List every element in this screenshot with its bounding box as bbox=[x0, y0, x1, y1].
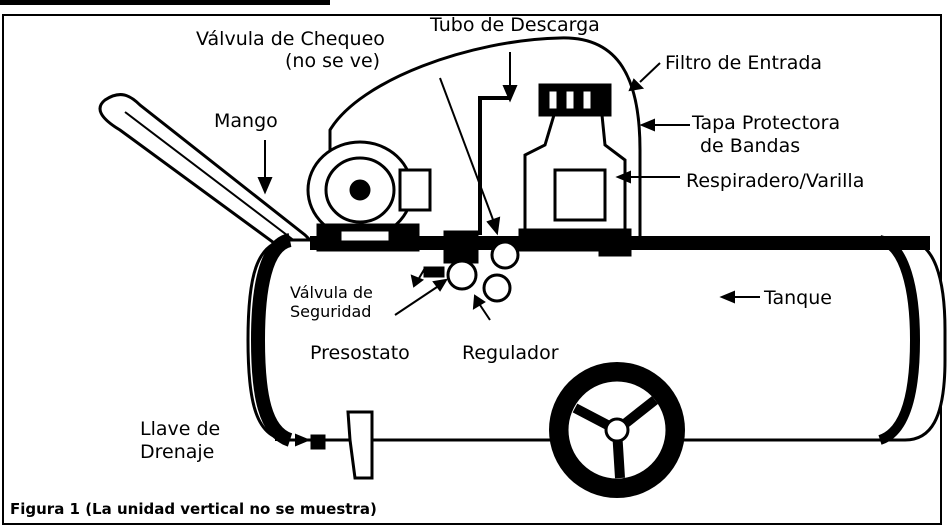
tank-foot bbox=[310, 410, 374, 480]
label-respiradero: Respiradero/Varilla bbox=[686, 170, 865, 192]
tank bbox=[246, 233, 947, 447]
figure-caption: Figura 1 (La unidad vertical no se muest… bbox=[10, 500, 377, 518]
label-valvula-chequeo: Válvula de Chequeo bbox=[196, 28, 385, 50]
label-regulador: Regulador bbox=[462, 342, 559, 364]
label-llave-drenaje-sub: Drenaje bbox=[140, 441, 215, 463]
label-tapa-protectora: Tapa Protectora bbox=[692, 112, 841, 134]
cutoff-header-text bbox=[0, 0, 330, 5]
label-valvula-chequeo-sub: (no se ve) bbox=[285, 50, 381, 72]
label-filtro-entrada: Filtro de Entrada bbox=[665, 52, 823, 74]
label-valvula-seguridad: Válvula de bbox=[290, 283, 373, 302]
label-tubo-descarga: Tubo de Descarga bbox=[430, 14, 600, 36]
label-mango: Mango bbox=[214, 110, 278, 132]
motor bbox=[306, 140, 432, 252]
label-llave-drenaje: Llave de bbox=[140, 418, 221, 440]
label-tapa-protectora-sub: de Bandas bbox=[700, 135, 801, 157]
leader-lines bbox=[257, 52, 760, 447]
label-presostato: Presostato bbox=[310, 342, 410, 364]
regulator-assembly bbox=[423, 230, 520, 303]
pump bbox=[518, 83, 632, 257]
label-tanque: Tanque bbox=[764, 287, 832, 309]
wheel bbox=[549, 362, 685, 498]
label-valvula-seguridad-sub: Seguridad bbox=[290, 302, 372, 321]
discharge-tube bbox=[478, 96, 510, 235]
